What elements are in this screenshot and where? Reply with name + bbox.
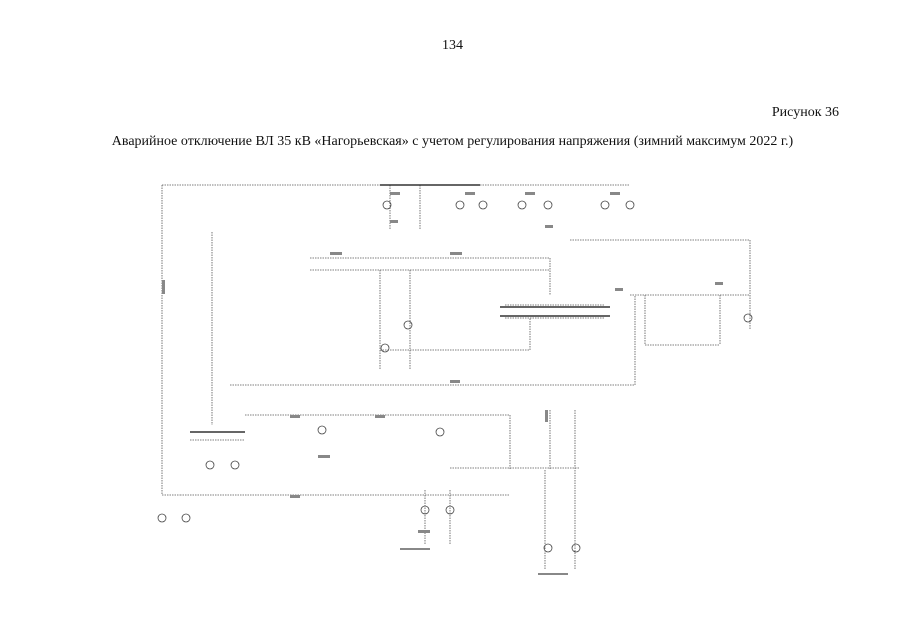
power-grid-schematic — [157, 184, 753, 575]
page-number: 134 — [442, 38, 463, 53]
figure-caption: Аварийное отключение ВЛ 35 кВ «Нагорьевс… — [111, 134, 794, 149]
figure-label: Рисунок 36 — [771, 105, 839, 120]
